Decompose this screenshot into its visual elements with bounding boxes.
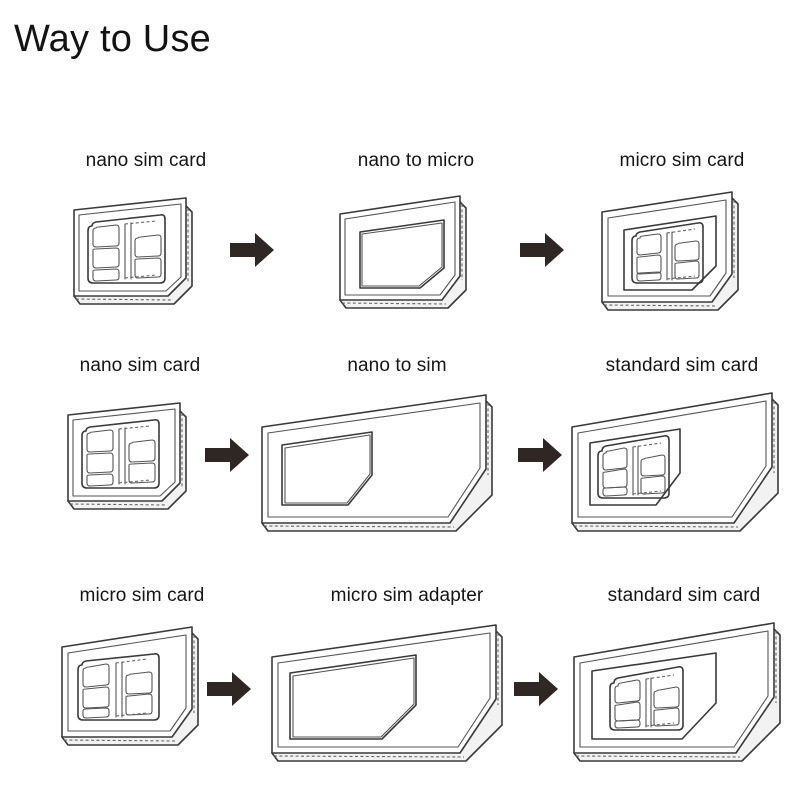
micro-sim-card-drawing bbox=[582, 178, 782, 348]
step-nano-sim-card: nano sim card bbox=[46, 150, 246, 370]
arrow-right-icon bbox=[518, 230, 566, 270]
step-nano-to-micro-adapter: nano to micro bbox=[316, 150, 516, 370]
step-nano-sim-card: nano sim card bbox=[40, 355, 240, 575]
step-label: standard sim card bbox=[607, 585, 761, 606]
step-label: nano to sim bbox=[347, 355, 447, 376]
standard-sim-card-with-micro-drawing bbox=[566, 613, 800, 783]
micro-sim-adapter-drawing bbox=[262, 613, 552, 783]
arrow-right-icon bbox=[205, 669, 253, 709]
step-nano-to-sim-adapter: nano to sim bbox=[252, 355, 542, 575]
step-label: micro sim card bbox=[79, 585, 205, 606]
step-label: nano sim card bbox=[85, 150, 207, 171]
instruction-row-nano-to-micro: nano sim card bbox=[0, 150, 800, 370]
nano-sim-card-drawing bbox=[46, 178, 246, 348]
page-title: Way to Use bbox=[14, 18, 211, 60]
arrow-right-icon bbox=[228, 230, 276, 270]
arrow-right-icon bbox=[516, 435, 564, 475]
step-standard-sim-card: standard sim card bbox=[564, 355, 800, 575]
step-label: standard sim card bbox=[605, 355, 759, 376]
nano-to-micro-adapter-drawing bbox=[316, 178, 516, 348]
instruction-row-micro-to-standard: micro sim card mic bbox=[0, 585, 800, 805]
step-label: nano to micro bbox=[357, 150, 475, 171]
micro-sim-card-drawing bbox=[42, 613, 242, 783]
step-micro-sim-adapter: micro sim adapter bbox=[262, 585, 552, 805]
nano-to-sim-adapter-drawing bbox=[252, 383, 542, 553]
step-label: micro sim adapter bbox=[330, 585, 484, 606]
step-label: nano sim card bbox=[79, 355, 201, 376]
arrow-right-icon bbox=[512, 669, 560, 709]
standard-sim-card-drawing bbox=[564, 383, 800, 553]
step-micro-sim-card: micro sim card bbox=[582, 150, 782, 370]
step-standard-sim-card: standard sim card bbox=[566, 585, 800, 805]
step-micro-sim-card: micro sim card bbox=[42, 585, 242, 805]
nano-sim-card-drawing bbox=[40, 383, 240, 553]
step-label: micro sim card bbox=[619, 150, 745, 171]
instruction-row-nano-to-standard: nano sim card nano bbox=[0, 355, 800, 575]
arrow-right-icon bbox=[203, 435, 251, 475]
